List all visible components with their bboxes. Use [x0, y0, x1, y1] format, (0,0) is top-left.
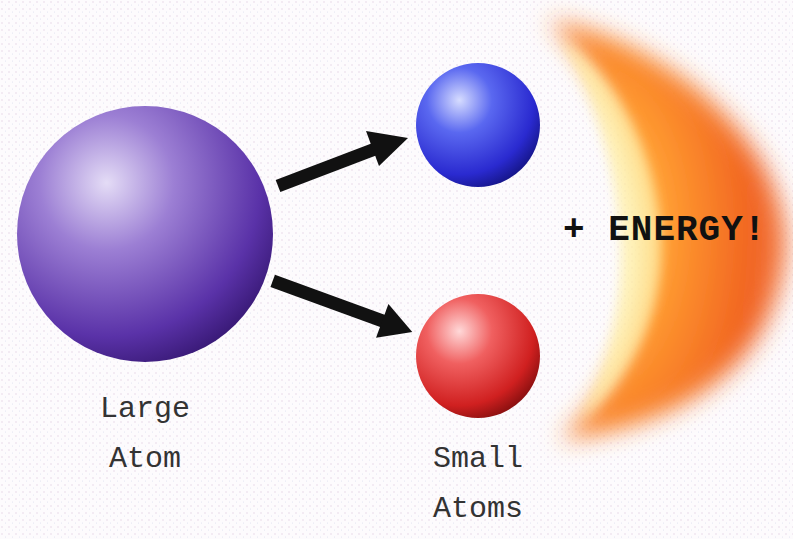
split-arrow [273, 281, 413, 338]
atom-sphere-body [17, 106, 273, 362]
arrow-head [376, 304, 412, 338]
atom-label: Large Atom [85, 384, 205, 484]
energy-label: + ENERGY! [563, 210, 766, 251]
atom-sphere [15, 104, 275, 364]
atom-node: Small Atoms [414, 292, 542, 534]
atom-sphere [414, 292, 542, 420]
split-arrow [278, 131, 408, 186]
atom-node: Large Atom [15, 104, 275, 484]
small-atom-sphere [416, 63, 540, 187]
arrow-shaft [273, 281, 388, 323]
energy-glow [548, 20, 787, 440]
atom-sphere-body [416, 294, 540, 418]
atom-label: Small Atoms [422, 434, 534, 534]
